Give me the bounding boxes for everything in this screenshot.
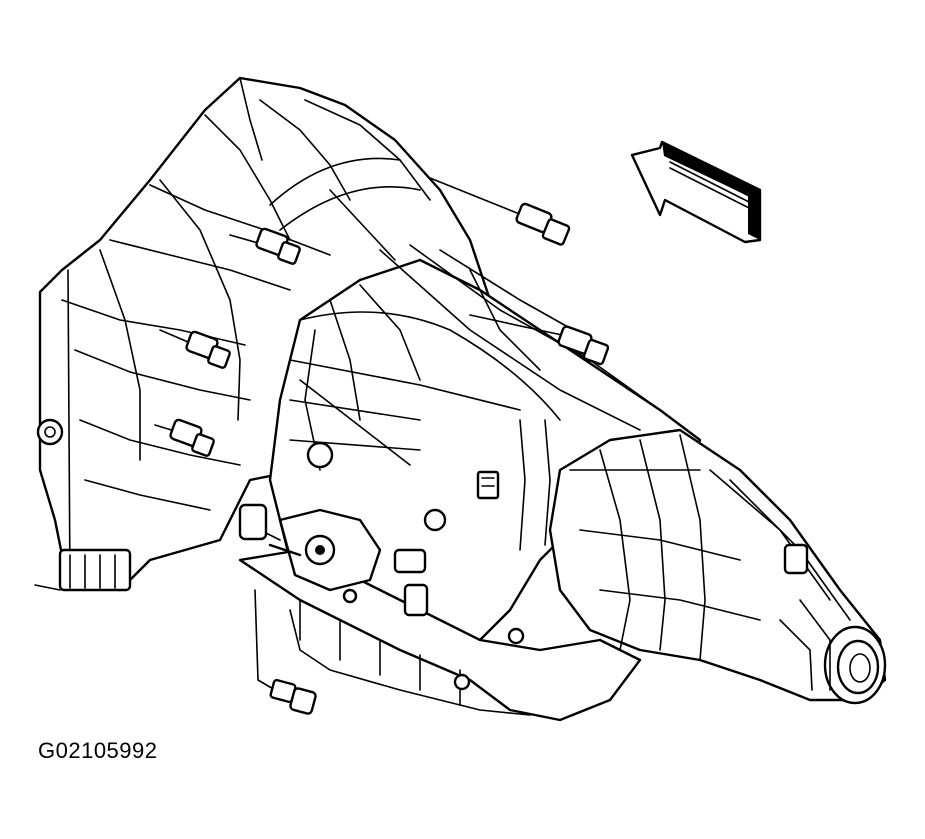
bell-housing: [34, 76, 492, 592]
bolt-bottom: [254, 589, 317, 715]
bolt-left-upper: [229, 227, 301, 265]
bolt-left-middle: [159, 329, 231, 369]
figure-id-label: G02105992: [38, 738, 158, 763]
bolt-middle-right: [469, 314, 610, 366]
bolt-left-lower: [154, 418, 215, 457]
bolt-upper-right: [429, 177, 571, 246]
oil-pan: [238, 548, 642, 722]
direction-arrow-icon: [630, 140, 762, 244]
extension-housing: [548, 428, 887, 705]
manual-shaft-linkage: [238, 441, 500, 617]
